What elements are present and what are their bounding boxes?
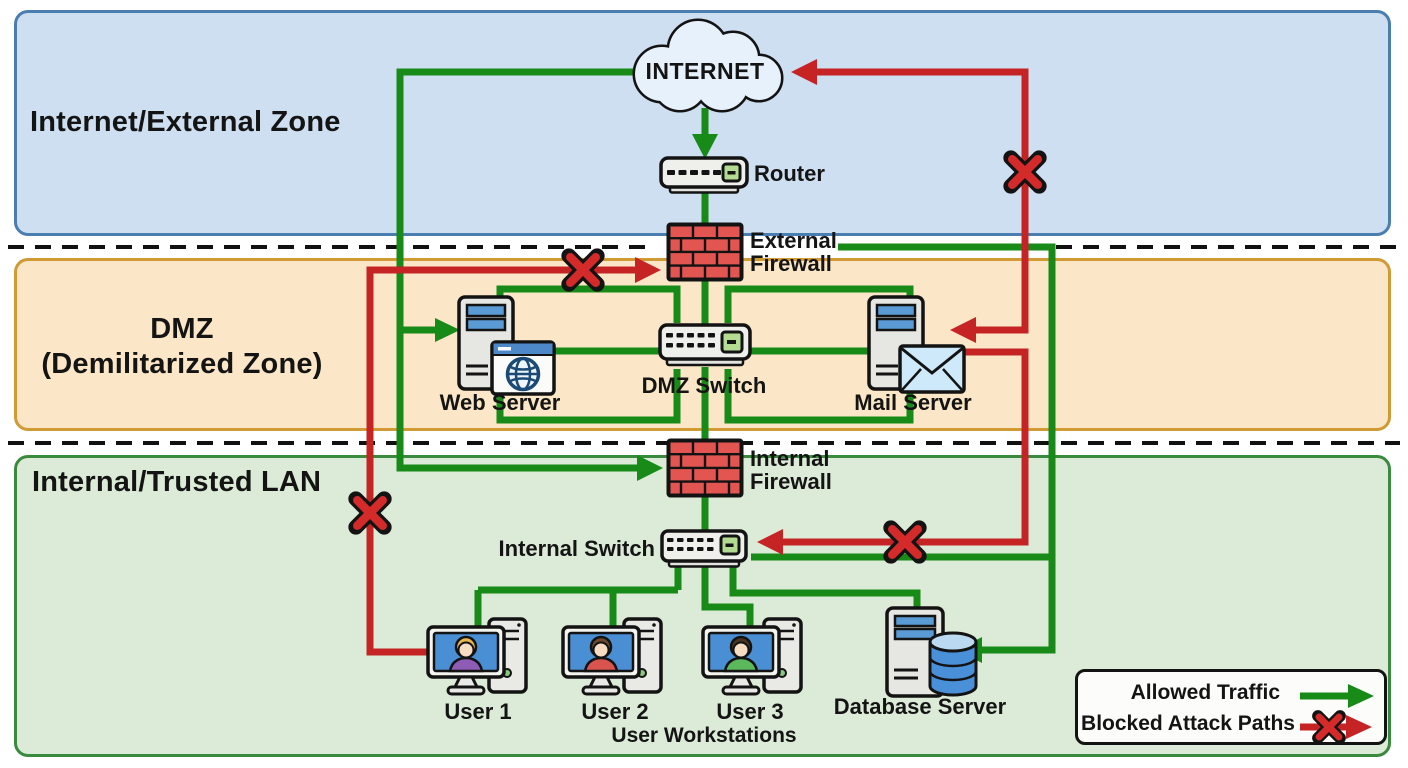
user1-label: User 1: [444, 699, 512, 724]
external-firewall-label: External Firewall: [750, 228, 837, 276]
mail-server-label: Mail Server: [854, 390, 972, 415]
internal-firewall-icon: [666, 438, 744, 498]
blocked-attack-arrowheads: [635, 59, 1372, 739]
internal-firewall-label: Internal Firewall: [750, 446, 832, 494]
user2-label: User 2: [581, 699, 649, 724]
mail-server-icon: [862, 292, 968, 398]
web-server-label: Web Server: [439, 390, 561, 415]
internet-label: INTERNET: [645, 58, 765, 84]
user2-workstation-icon: [560, 616, 666, 704]
user1-workstation-icon: [425, 616, 531, 704]
internet-cloud-icon: [612, 16, 798, 118]
zone-label-dmz: DMZ (Demilitarized Zone): [41, 313, 323, 380]
blocked-x-marks: [348, 150, 1346, 744]
legend-blocked-label: Blocked Attack Paths: [1081, 712, 1295, 735]
database-server-icon: [882, 600, 982, 702]
dmz-switch-label: DMZ Switch: [641, 373, 767, 398]
user3-label: User 3: [716, 699, 784, 724]
dmz-switch-icon: [657, 322, 753, 370]
user3-workstation-icon: [700, 616, 806, 704]
internal-switch-icon: [659, 528, 753, 572]
external-firewall-icon: [666, 222, 744, 282]
user-workstations-label: User Workstations: [611, 724, 797, 747]
legend-allowed-label: Allowed Traffic: [1130, 681, 1280, 704]
router-label: Router: [754, 161, 825, 186]
web-server-icon: [452, 292, 558, 398]
router-icon: [658, 155, 750, 195]
database-server-label: Database Server: [833, 694, 1007, 719]
internal-switch-label: Internal Switch: [498, 536, 655, 561]
zone-label-internal: Internal/Trusted LAN: [32, 466, 322, 498]
zone-label-external: Internet/External Zone: [30, 106, 341, 138]
